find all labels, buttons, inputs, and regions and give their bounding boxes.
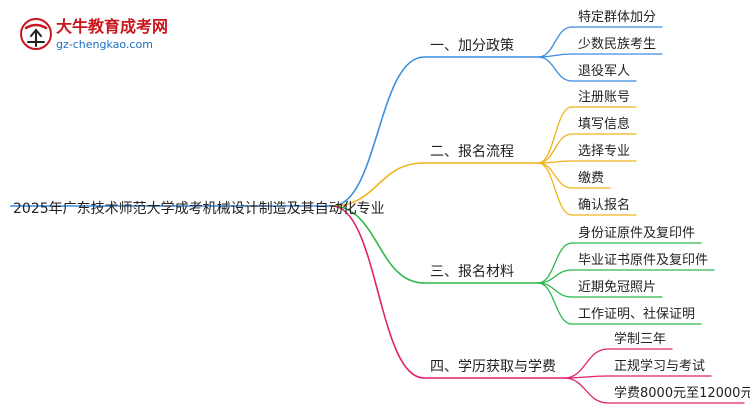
leaf-item: 近期免冠照片 <box>578 280 656 295</box>
leaf-item: 填写信息 <box>578 116 630 132</box>
leaf-item: 特定群体加分 <box>578 10 656 25</box>
leaf-item: 选择专业 <box>578 144 630 159</box>
branch-add-points: 一、加分政策 特定群体加分 少数民族考生 退役军人 <box>430 10 656 79</box>
branch-label: 二、报名流程 <box>430 144 514 160</box>
leaf-item: 学费8000元至12000元 <box>614 385 750 401</box>
leaf-item: 学制三年 <box>614 331 666 347</box>
connector-curve <box>331 205 425 284</box>
leaf-item: 身份证原件及复印件 <box>578 225 695 241</box>
leaf-item: 少数民族考生 <box>578 36 656 52</box>
connector-curve <box>537 106 573 164</box>
connector-curve <box>537 56 573 82</box>
branch-degree-and-tuition: 四、学历获取与学费 学制三年 正规学习与考试 学费8000元至12000元 <box>430 331 750 401</box>
leaf-item: 工作证明、社保证明 <box>578 306 695 322</box>
branch-label: 四、学历获取与学费 <box>430 359 556 375</box>
connector-curve <box>563 377 609 404</box>
leaf-item: 正规学习与考试 <box>614 358 705 374</box>
leaf-item: 确认报名 <box>578 197 630 213</box>
connector-curve <box>331 205 425 379</box>
branch-registration-materials: 三、报名材料 身份证原件及复印件 毕业证书原件及复印件 近期免冠照片 工作证明、… <box>430 225 708 322</box>
logo-mark-icon <box>20 18 52 50</box>
root-topic: 2025年广东技术师范大学成考机械设计制造及其自动化专业 <box>13 200 385 217</box>
branch-label: 一、加分政策 <box>430 37 514 54</box>
connector-curve <box>537 162 573 189</box>
leaf-item: 缴费 <box>578 171 604 186</box>
connector-curve <box>563 348 609 379</box>
branch-registration-process: 二、报名流程 注册账号 填写信息 选择专业 缴费 确认报名 <box>430 90 630 213</box>
connector-curve <box>537 242 573 284</box>
connector-curve <box>537 26 573 58</box>
connector-curve <box>331 162 425 207</box>
connector-curve <box>537 133 573 164</box>
branch-label: 三、报名材料 <box>430 264 514 280</box>
logo-url: gz-chengkao.com <box>56 38 153 51</box>
connector-lines <box>10 26 745 404</box>
connector-curve <box>537 162 573 216</box>
connector-curve <box>537 282 573 325</box>
site-logo: 大牛教育成考网 gz-chengkao.com <box>20 17 168 51</box>
leaf-item: 注册账号 <box>578 90 630 105</box>
connector-curve <box>331 56 425 207</box>
leaf-item: 退役军人 <box>578 64 630 79</box>
leaf-item: 毕业证书原件及复印件 <box>578 253 708 268</box>
logo-title: 大牛教育成考网 <box>56 17 168 36</box>
